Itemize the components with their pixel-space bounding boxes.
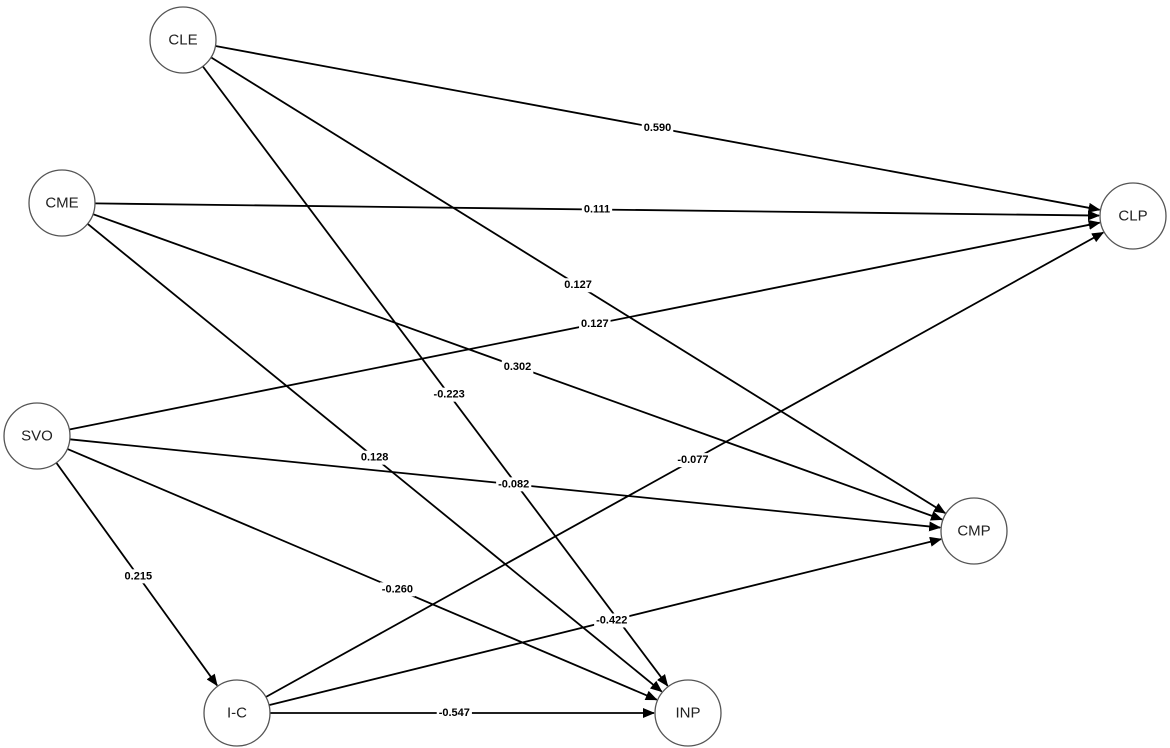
node-label: CME bbox=[45, 195, 78, 212]
node-circle bbox=[28, 169, 96, 237]
node-circle bbox=[149, 6, 217, 74]
node-cle: CLE bbox=[149, 6, 217, 74]
edge-label-svo-ic: 0.215 bbox=[122, 569, 155, 584]
edge-coefficient-label: 0.128 bbox=[361, 452, 389, 464]
edge-label-svo-cmp: -0.082 bbox=[496, 477, 532, 492]
edge-cle-inp bbox=[202, 65, 669, 687]
edge-label-background bbox=[431, 387, 467, 402]
edge-label-svo-clp: 0.127 bbox=[579, 317, 611, 332]
edge-label-cme-clp: 0.111 bbox=[581, 202, 613, 217]
node-circle bbox=[1099, 182, 1167, 250]
edge-coefficient-label: -0.547 bbox=[439, 707, 470, 719]
node-inp: INP bbox=[654, 679, 722, 747]
node-circle bbox=[940, 497, 1008, 565]
edge-label-cle-cmp: 0.127 bbox=[562, 278, 594, 293]
edge-labels-layer: 0.590 0.127 -0.223 0.111 0.302 0.128 0.127 -0.0… bbox=[122, 120, 711, 720]
edge-coefficient-label: 0.590 bbox=[644, 122, 672, 134]
node-cmp: CMP bbox=[940, 497, 1008, 565]
edge-coefficient-label: 0.215 bbox=[125, 570, 153, 582]
node-label: CLP bbox=[1118, 208, 1147, 225]
edge-label-ic-clp: -0.077 bbox=[675, 453, 711, 468]
node-label: I-C bbox=[227, 705, 247, 722]
node-ic: I-C bbox=[203, 679, 271, 747]
edge-coefficient-label: 0.302 bbox=[504, 361, 532, 373]
edges-layer bbox=[55, 45, 1105, 718]
edge-coefficient-label: 0.111 bbox=[584, 203, 610, 215]
node-circle bbox=[654, 679, 722, 747]
edge-label-cme-inp: 0.128 bbox=[358, 450, 391, 465]
edge-label-background bbox=[562, 278, 594, 293]
node-circle bbox=[3, 402, 71, 470]
edge-coefficient-label: 0.127 bbox=[581, 318, 609, 330]
node-label: INP bbox=[675, 705, 700, 722]
edge-label-ic-inp: -0.547 bbox=[436, 706, 472, 720]
edge-label-background bbox=[436, 706, 472, 720]
node-label: CLE bbox=[168, 32, 197, 49]
edge-coefficient-label: -0.422 bbox=[596, 614, 627, 626]
edge-coefficient-label: 0.127 bbox=[564, 279, 592, 291]
node-cme: CME bbox=[28, 169, 96, 237]
edge-label-background bbox=[581, 202, 613, 217]
edge-label-background bbox=[379, 582, 416, 597]
edge-label-background bbox=[579, 317, 611, 332]
edge-label-ic-cmp: -0.422 bbox=[594, 613, 630, 628]
node-clp: CLP bbox=[1099, 182, 1167, 250]
node-circle bbox=[203, 679, 271, 747]
edge-label-background bbox=[594, 613, 630, 628]
edge-label-background bbox=[358, 450, 391, 465]
nodes-layer: CLE CME SVO I-C CLP CMP INP bbox=[3, 6, 1167, 747]
node-svo: SVO bbox=[3, 402, 71, 470]
edge-label-background bbox=[675, 453, 711, 468]
edge-label-background bbox=[122, 569, 155, 584]
node-label: SVO bbox=[21, 428, 53, 445]
edge-label-background bbox=[641, 120, 674, 135]
edge-label-background bbox=[496, 477, 532, 492]
edge-svo-inp bbox=[67, 448, 658, 701]
edge-label-cle-inp: -0.223 bbox=[431, 387, 467, 402]
node-label: CMP bbox=[957, 523, 990, 540]
edge-label-cle-clp: 0.590 bbox=[641, 120, 674, 135]
edge-coefficient-label: -0.260 bbox=[382, 583, 413, 595]
edge-label-background bbox=[501, 359, 534, 374]
edge-label-svo-inp: -0.260 bbox=[379, 582, 416, 597]
edge-coefficient-label: -0.077 bbox=[677, 454, 708, 466]
edge-label-cme-cmp: 0.302 bbox=[501, 359, 534, 374]
edge-coefficient-label: -0.082 bbox=[498, 478, 529, 490]
edge-coefficient-label: -0.223 bbox=[434, 389, 465, 401]
